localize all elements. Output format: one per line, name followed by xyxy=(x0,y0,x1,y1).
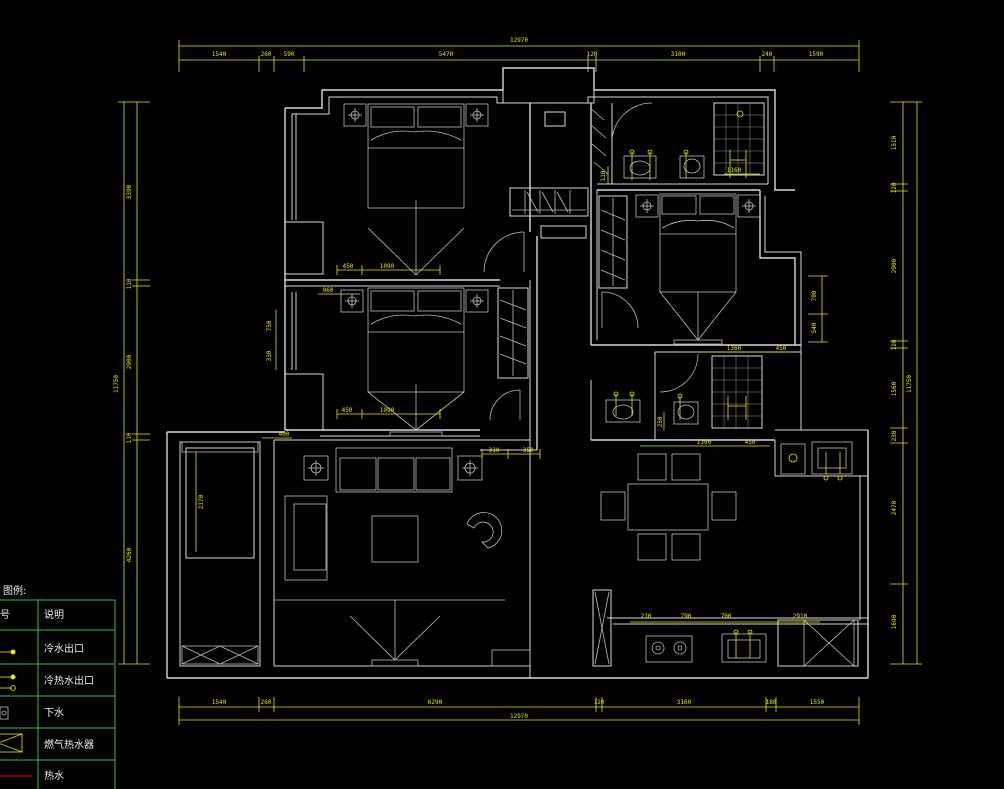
bed1-dim-b: 1090 xyxy=(380,263,395,270)
legend-table: 图例: 号 说明 冷水出口 冷热水出口 下水 xyxy=(0,584,116,789)
bottom-dim-7: 1550 xyxy=(810,699,825,706)
legend-col-symbol: 号 xyxy=(0,609,10,621)
bed2-side-b: 330 xyxy=(266,350,273,361)
left-dim-1: 3390 xyxy=(126,184,133,199)
kitchen: 210 790 700 2910 xyxy=(630,613,859,667)
bottom-dim-4: 120 xyxy=(594,699,605,706)
bed1-dim-a: 450 xyxy=(343,263,354,270)
top-dim-4: 5470 xyxy=(439,51,454,58)
bed2-dim-b: 1090 xyxy=(380,407,395,414)
hot-cold-outlet-icon xyxy=(0,674,16,691)
bed2-dim-top: 960 xyxy=(323,287,334,294)
bottom-dim-6: 180 xyxy=(766,699,777,706)
bottom-dim-5: 3160 xyxy=(677,699,692,706)
right-total-dim: 11750 xyxy=(906,375,913,393)
legend-title: 图例: xyxy=(3,584,26,597)
right-dim-1: 1510 xyxy=(891,135,898,150)
bottom-dim-2: 260 xyxy=(261,699,272,706)
left-dim-4: 110 xyxy=(126,432,133,443)
bedroom-3: 700 540 xyxy=(598,193,828,345)
kitchen-dim-c: 700 xyxy=(721,613,732,620)
left-dim-3: 2900 xyxy=(126,354,133,369)
dining-area: 1300 450 xyxy=(592,439,770,667)
living-room: 400 310 350 xyxy=(262,431,541,667)
bedroom-2: 960 750 330 450 1090 xyxy=(266,287,529,437)
living-dim-a: 400 xyxy=(279,431,290,438)
utility-sinks xyxy=(780,441,853,481)
right-dim-6: 230 xyxy=(891,430,898,441)
balcony: 2170 xyxy=(179,441,261,667)
bottom-total-dim: 12970 xyxy=(510,713,528,720)
legend-item-label: 冷热水出口 xyxy=(44,674,94,687)
bed3-dim-a: 700 xyxy=(811,290,818,301)
left-dimension-chain: 3390 110 2900 110 4260 11750 xyxy=(113,101,150,665)
left-total-dim: 11750 xyxy=(113,375,120,393)
top-dim-8: 1590 xyxy=(809,51,824,58)
bottom-dimension-chain: 1540 260 6290 120 3160 180 1550 12970 xyxy=(178,697,860,725)
bed2-side-a: 750 xyxy=(266,320,273,331)
bed2-dim-a: 450 xyxy=(342,407,353,414)
wardrobe-center xyxy=(509,187,589,239)
top-dim-3: 590 xyxy=(284,51,295,58)
bathroom-1: 1160 110 xyxy=(589,102,765,184)
bath1-side-dim: 110 xyxy=(600,170,607,181)
balcony-dim: 2170 xyxy=(198,494,205,509)
bottom-dim-3: 6290 xyxy=(428,699,443,706)
legend-item-label: 燃气热水器 xyxy=(44,738,94,751)
bath2-dim-b: 450 xyxy=(776,345,787,352)
right-dim-2: 120 xyxy=(891,182,898,193)
right-dim-4: 120 xyxy=(891,339,898,350)
bottom-dim-1: 1540 xyxy=(212,699,227,706)
top-dimension-chain: 12970 1540 260 590 5470 120 3100 240 159… xyxy=(178,37,860,72)
bed3-dim-b: 540 xyxy=(811,322,818,333)
cold-outlet-icon xyxy=(0,649,16,655)
dining-dim-a: 1300 xyxy=(697,439,712,446)
top-total-dim: 12970 xyxy=(510,37,528,44)
legend-item-label: 下水 xyxy=(44,707,64,719)
top-dim-6: 3100 xyxy=(671,51,686,58)
left-dim-2: 110 xyxy=(126,278,133,289)
living-dim-c: 350 xyxy=(523,447,534,454)
right-dim-3: 2900 xyxy=(891,258,898,273)
gas-heater-icon xyxy=(0,733,23,753)
left-dim-5: 4260 xyxy=(126,547,133,562)
legend-item-label: 冷水出口 xyxy=(44,642,84,655)
window-bay xyxy=(502,67,595,127)
bedroom-1: 450 1090 xyxy=(336,103,525,276)
bath2-side-dim: 250 xyxy=(657,416,664,427)
right-dim-7: 2470 xyxy=(891,500,898,515)
right-dim-8: 1690 xyxy=(891,614,898,629)
legend-item-label: 热水 xyxy=(44,769,64,782)
legend-col-desc: 说明 xyxy=(44,608,64,621)
right-dim-5: 1560 xyxy=(891,381,898,396)
dining-dim-b: 450 xyxy=(745,439,756,446)
right-dimension-chain: 1510 120 2900 120 1560 230 2470 1690 117… xyxy=(890,101,922,665)
bath1-dim: 1160 xyxy=(727,167,742,174)
exterior-walls xyxy=(166,67,869,679)
kitchen-dim-d: 2910 xyxy=(793,613,808,620)
top-dim-2: 260 xyxy=(261,51,272,58)
top-dim-7: 240 xyxy=(762,51,773,58)
kitchen-dim-b: 790 xyxy=(681,613,692,620)
top-dim-1: 1540 xyxy=(212,51,227,58)
drain-icon xyxy=(0,706,9,720)
bathroom-2: 1360 450 250 xyxy=(605,345,790,430)
bath2-dim-a: 1360 xyxy=(727,345,742,352)
kitchen-dim-a: 210 xyxy=(641,613,652,620)
top-dim-5: 120 xyxy=(587,51,598,58)
living-dim-b: 310 xyxy=(489,447,500,454)
